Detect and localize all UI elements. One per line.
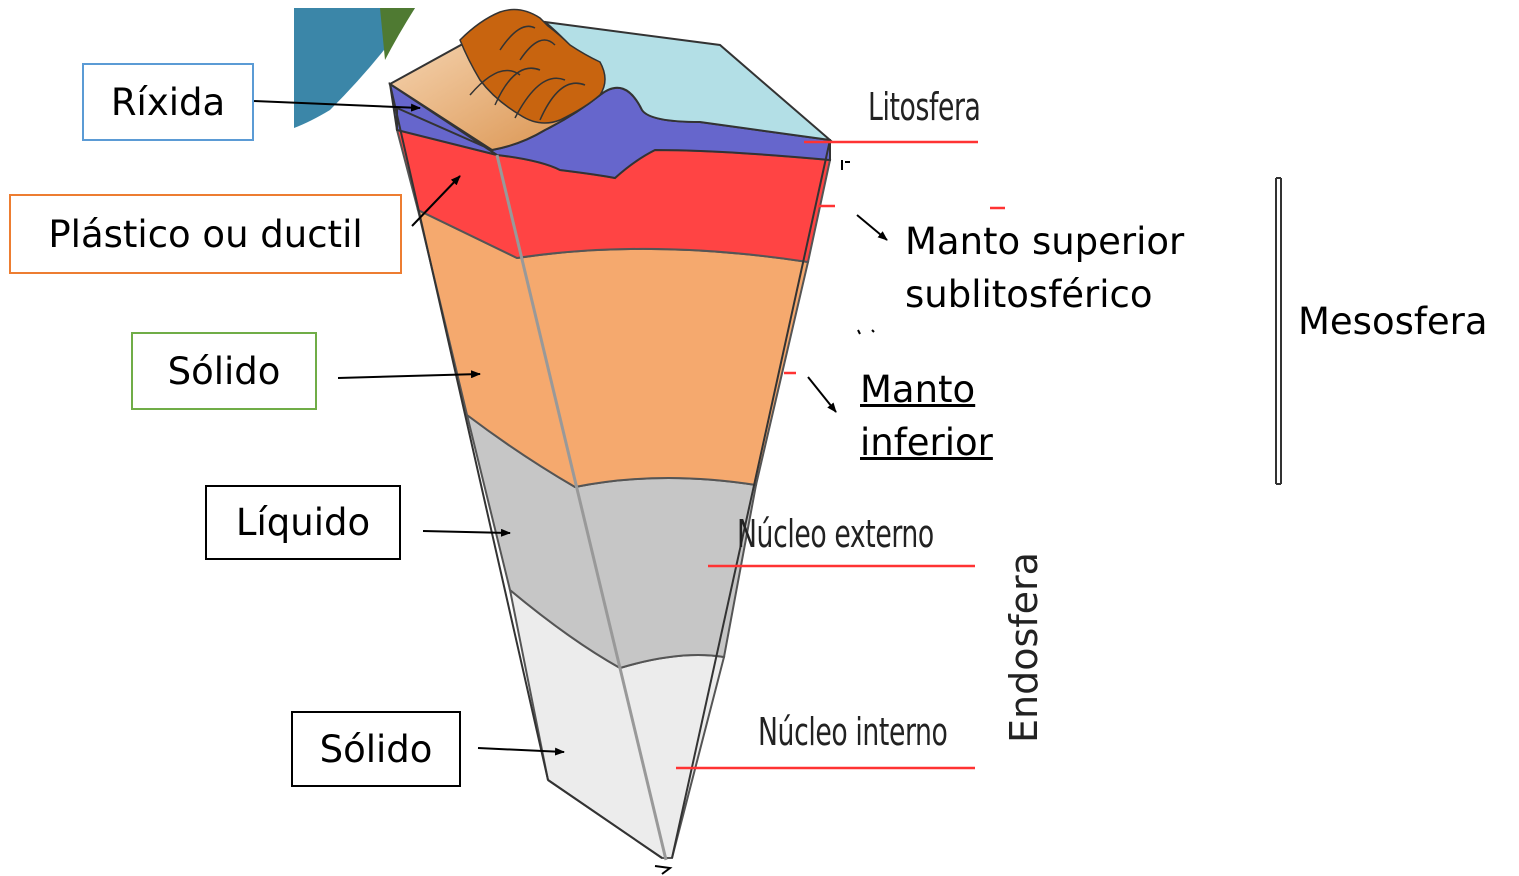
state-box-solido-manto: Sólido	[131, 332, 317, 410]
state-box-liquido: Líquido	[205, 485, 401, 560]
label-endosfera: Endosfera	[1002, 552, 1046, 743]
arrow-manto-inferior	[807, 376, 837, 413]
wedge-outline-bottom	[547, 779, 663, 859]
state-arrows	[252, 100, 888, 756]
wedge-outline-right	[671, 139, 831, 859]
state-box-solido-nucleo: Sólido	[291, 711, 461, 787]
label-manto-superior: Manto superior sublitosférico	[905, 216, 1184, 321]
arrow-manto-superior	[856, 214, 888, 241]
arrow-liquido	[422, 528, 511, 537]
globe-land	[380, 8, 415, 60]
label-nucleo-externo: Núcleo externo	[737, 512, 934, 556]
mountain-ridges	[469, 25, 586, 121]
hidden-label-remnant	[841, 160, 850, 170]
arrow-plastico	[411, 175, 461, 227]
wedge-outline-left	[389, 83, 549, 781]
center-axis	[495, 154, 668, 861]
label-manto-inferior-line1: Manto	[860, 368, 976, 411]
state-box-plastico: Plástico ou ductil	[9, 194, 402, 274]
label-nucleo-interno: Núcleo interno	[758, 710, 948, 754]
arrow-rixida	[252, 100, 421, 112]
bottom-tick	[654, 865, 673, 875]
label-manto-inferior: Manto inferior	[860, 364, 993, 469]
label-mesosfera: Mesosfera	[1298, 300, 1488, 343]
label-litosfera: Litosfera	[868, 85, 981, 129]
arrow-solido-nucleo	[477, 747, 565, 756]
mesosfera-bracket	[1275, 177, 1282, 485]
arrow-solido-manto	[337, 370, 481, 379]
label-manto-superior-line1: Manto superior	[905, 220, 1185, 263]
tick-mark-mid	[857, 329, 875, 335]
state-box-rixida: Ríxida	[82, 63, 254, 141]
label-manto-inferior-line2: inferior	[860, 420, 993, 464]
layer-leader-lines	[676, 140, 1005, 770]
label-manto-superior-line2: sublitosférico	[905, 272, 1153, 316]
